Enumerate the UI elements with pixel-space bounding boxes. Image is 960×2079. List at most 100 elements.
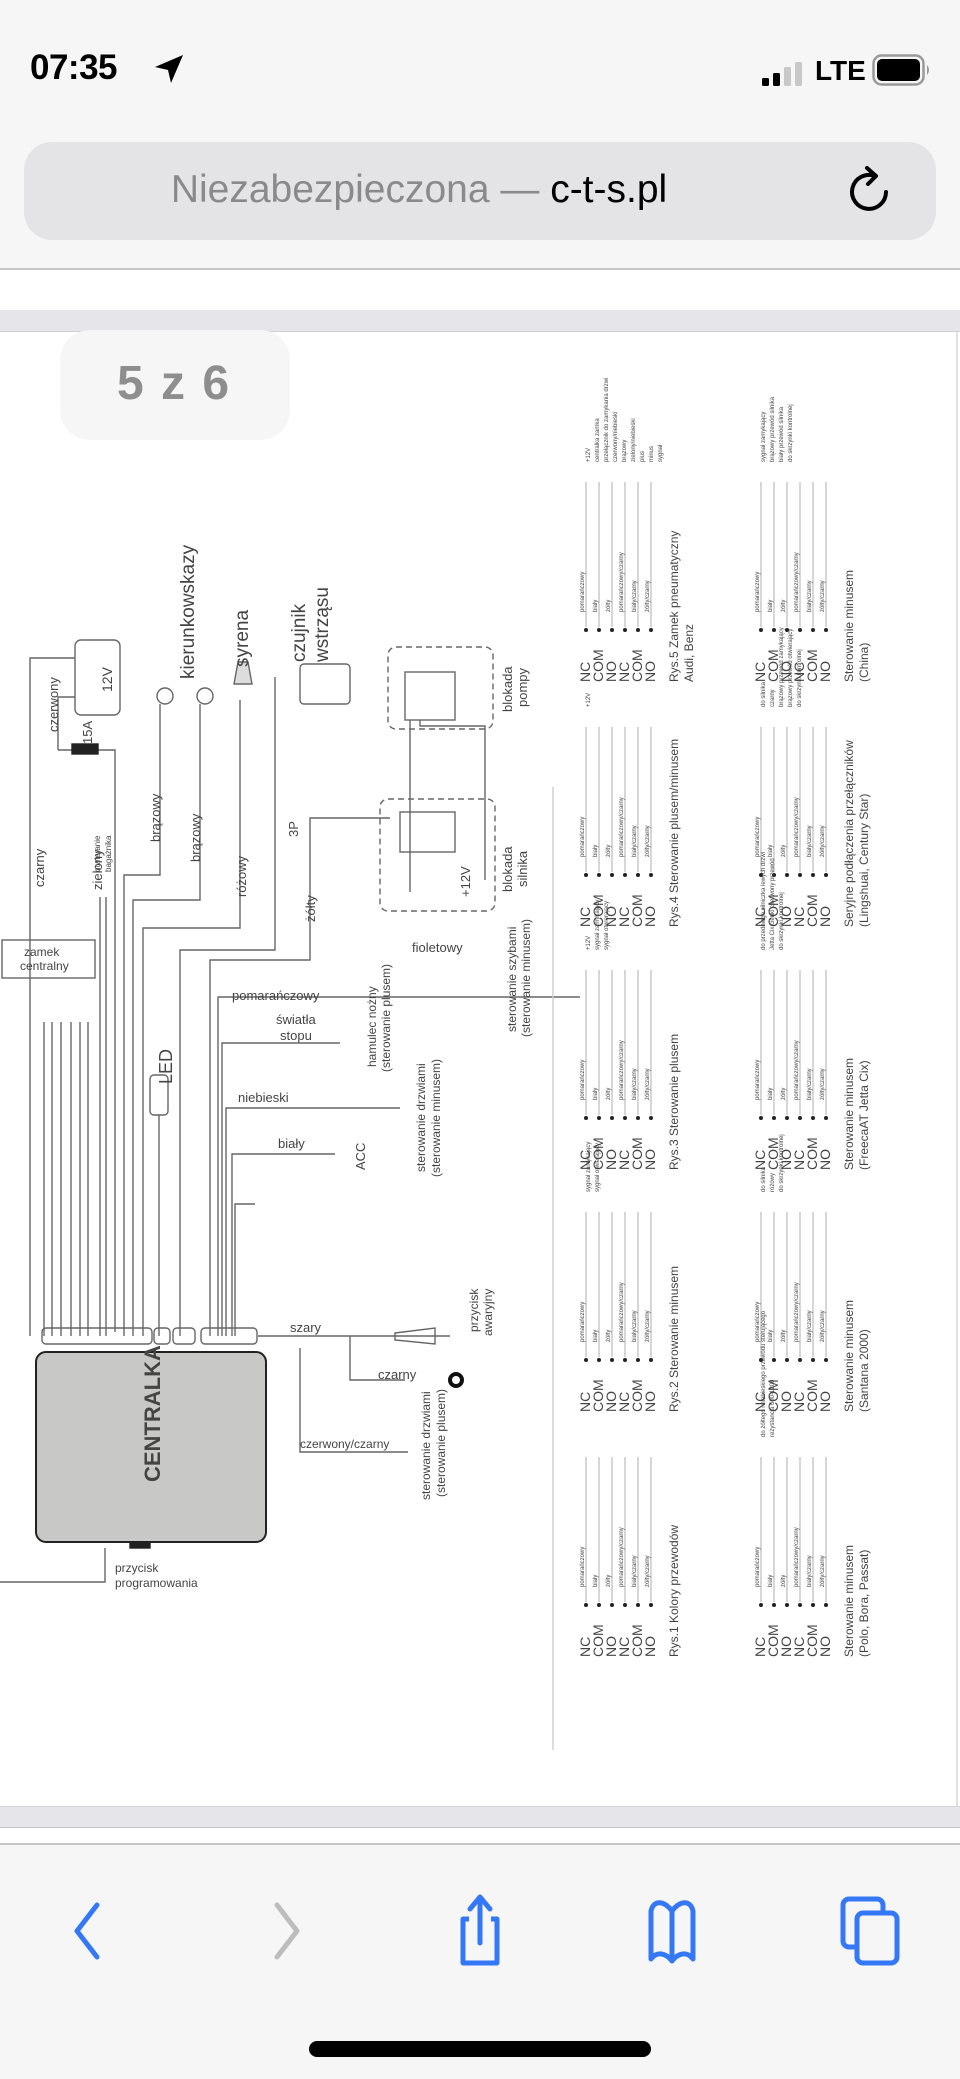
pin-label: NC (752, 1150, 768, 1170)
pin-dot (597, 628, 601, 632)
pin-dot (811, 1116, 815, 1120)
pin-label: NO (778, 1636, 794, 1657)
pin-dot (785, 1116, 789, 1120)
figure-caption: (China) (857, 643, 871, 682)
wire-color-label: pomarańczowy/czarny (619, 1527, 625, 1587)
reload-icon[interactable] (842, 164, 896, 218)
figure-note: do silnika (761, 681, 767, 707)
pin-dot (649, 873, 653, 877)
wire-color-label: pomarańczowy/czarny (794, 1282, 800, 1342)
figure-note: plus (640, 451, 646, 462)
pin-label: NC (791, 1150, 807, 1170)
label-prog-1: przycisk (115, 1561, 159, 1575)
back-button[interactable] (42, 1885, 132, 1975)
bookmarks-button[interactable] (627, 1885, 717, 1975)
pin-label: NO (642, 1149, 658, 1170)
wire-color-label: biały (768, 600, 774, 612)
label-blokada-silnika-2: silnika (515, 850, 530, 887)
wire-color-label: biały/czarny (807, 1068, 813, 1100)
pin-label: COM (629, 894, 645, 927)
figure-caption: Rys.3 Sterowanie plusem (667, 1034, 681, 1170)
pin-label: NO (778, 906, 794, 927)
figure-note: do skrzynki kontrolnej (797, 649, 803, 707)
figure-note: sygnał (658, 444, 664, 462)
figure-note: brązowy (622, 440, 628, 462)
pin-label: NC (752, 1637, 768, 1657)
label-battery: 12V (99, 666, 115, 692)
figure-caption: Seryjne podłączenia przełączników (842, 740, 856, 927)
pin-dot (610, 1358, 614, 1362)
pin-dot (649, 1358, 653, 1362)
pin-dot (584, 628, 588, 632)
wire-color-label: pomarańczowy/czarny (794, 552, 800, 612)
wire-color-label: biały (593, 845, 599, 857)
pin-dot (636, 873, 640, 877)
wire-color-label: pomarańczowy/czarny (794, 1527, 800, 1587)
share-button[interactable] (435, 1885, 525, 1975)
label-stopu: stopu (280, 1028, 312, 1043)
label-hamulec-1: hamulec nożny (365, 986, 379, 1067)
pin-dot (824, 628, 828, 632)
pin-label: COM (590, 1379, 606, 1412)
forward-icon (274, 1902, 300, 1960)
pin-label: COM (804, 894, 820, 927)
pin-dot (811, 1358, 815, 1362)
status-time: 07:35 (30, 48, 118, 87)
wire-color-label: żółty/czarny (645, 1068, 651, 1100)
pin-dot (785, 1603, 789, 1607)
pin-dot (623, 1603, 627, 1607)
figure-note: brązowy przewód otwierający (788, 629, 794, 707)
label-blokada-pompy-1: blokada (500, 666, 515, 712)
url-text[interactable]: Niezabezpieczona — c-t-s.pl (24, 168, 814, 212)
label-connector-3p: 3P (286, 821, 301, 837)
pin-label: NO (778, 661, 794, 682)
pin-dot (636, 628, 640, 632)
figure-note: do skrzynki kontrolnej (788, 404, 794, 462)
pin-dot (811, 873, 815, 877)
figure-caption: Sterowanie minusem (842, 570, 856, 682)
tabs-button[interactable] (825, 1885, 915, 1975)
pin-dot (811, 628, 815, 632)
pin-dot (824, 1603, 828, 1607)
label-fuse: 15A (80, 721, 95, 744)
pin-label: NC (577, 907, 593, 927)
wire-color-label: żółty/czarny (645, 1555, 651, 1587)
figure-caption: (Santana 2000) (857, 1329, 871, 1412)
figure-note: sygnał zamykający (595, 900, 601, 950)
pin-dot (759, 1603, 763, 1607)
battery-icon (872, 54, 929, 86)
wire-color-label: żółty (781, 600, 787, 612)
pin-label: COM (765, 649, 781, 682)
wire-color-label: żółty (606, 845, 612, 857)
wire-color-label: żółty (606, 1088, 612, 1100)
figure-note: minus (649, 446, 655, 462)
wire-color-label: pomarańczowy (580, 1060, 586, 1100)
label-przycisk-aw-1: przycisk (467, 1288, 481, 1332)
forward-button[interactable] (242, 1885, 332, 1975)
wire-color-label: żółty/czarny (645, 580, 651, 612)
figure-note: zielony/niebieski (631, 418, 637, 462)
pdf-page[interactable] (0, 332, 958, 1810)
address-bar[interactable]: Niezabezpieczona — c-t-s.pl (24, 142, 936, 240)
label-czujnik: czujnik (289, 603, 310, 662)
wire-color-label: pomarańczowy/czarny (619, 1040, 625, 1100)
wire-color-label: żółty (781, 845, 787, 857)
pin-label: NO (642, 1636, 658, 1657)
pin-label: NC (791, 1637, 807, 1657)
pin-label: NO (603, 1149, 619, 1170)
pin-label: NC (752, 907, 768, 927)
figure-note: +12V (586, 448, 592, 462)
wire-color-label: biały/czarny (807, 580, 813, 612)
url-domain: c-t-s.pl (550, 168, 668, 211)
figure-note: sygnał zamykający (761, 412, 767, 462)
figure-caption: (Polo, Bora, Passat) (857, 1550, 871, 1657)
label-prog-2: programowania (115, 1576, 198, 1590)
home-indicator[interactable] (309, 2041, 651, 2057)
pin-dot (597, 1358, 601, 1362)
pin-dot (610, 1603, 614, 1607)
wire-color-label: pomarańczowy (580, 1302, 586, 1342)
pin-label: NC (616, 1392, 632, 1412)
